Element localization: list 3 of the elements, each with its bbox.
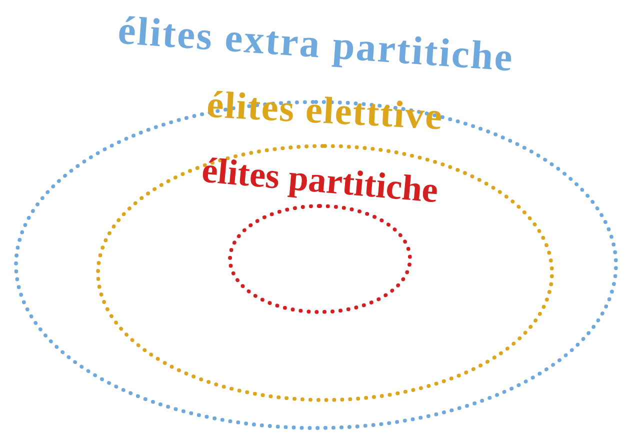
ring-label: élites partitiche [200, 152, 440, 208]
ring-label: élites extra partitiche [116, 10, 516, 78]
ring-label: élites eletttive [206, 86, 444, 136]
